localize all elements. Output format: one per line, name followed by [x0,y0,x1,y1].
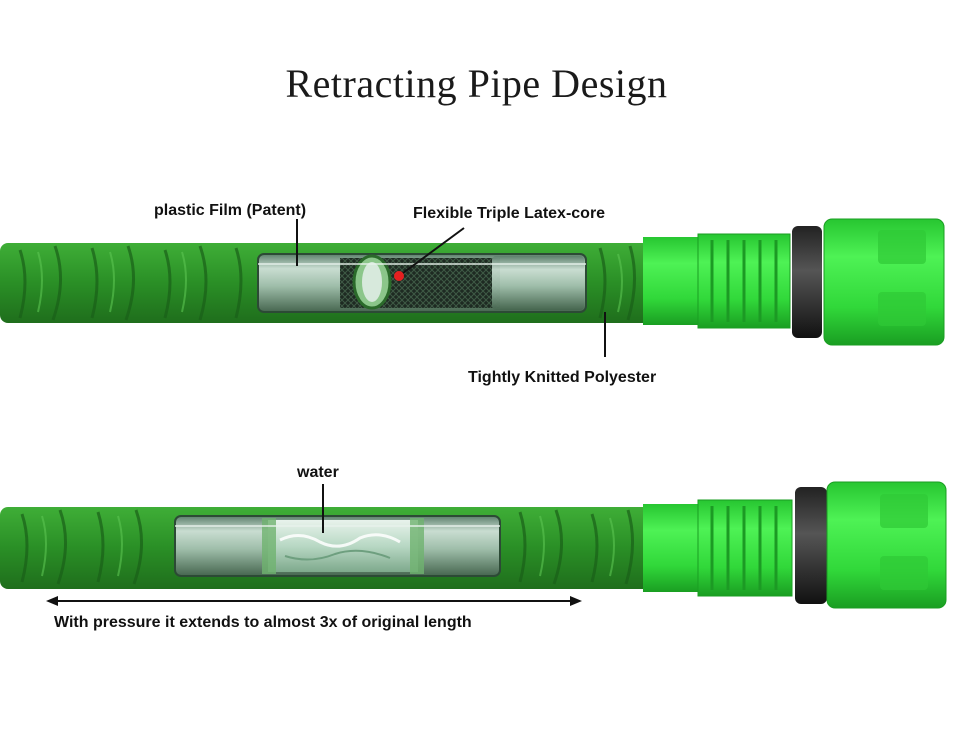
extension-arrow [46,596,582,606]
core-label: Flexible Triple Latex-core [413,205,606,222]
top-hose [0,218,945,346]
bottom-hose [0,481,947,609]
diagram-title: Retracting Pipe Design [285,61,668,106]
top-connector [643,218,945,346]
bottom-cutaway-tube [174,515,501,577]
bottom-connector [643,481,947,609]
extension-label: With pressure it extends to almost 3x of… [54,614,472,631]
film-label: plastic Film (Patent) [154,202,307,219]
polyester-label: Tightly Knitted Polyester [468,369,657,386]
top-cutaway-tube [257,253,587,313]
core-pointer-line [398,227,465,277]
core-pointer-dot [394,271,404,281]
water-label: water [297,464,339,481]
